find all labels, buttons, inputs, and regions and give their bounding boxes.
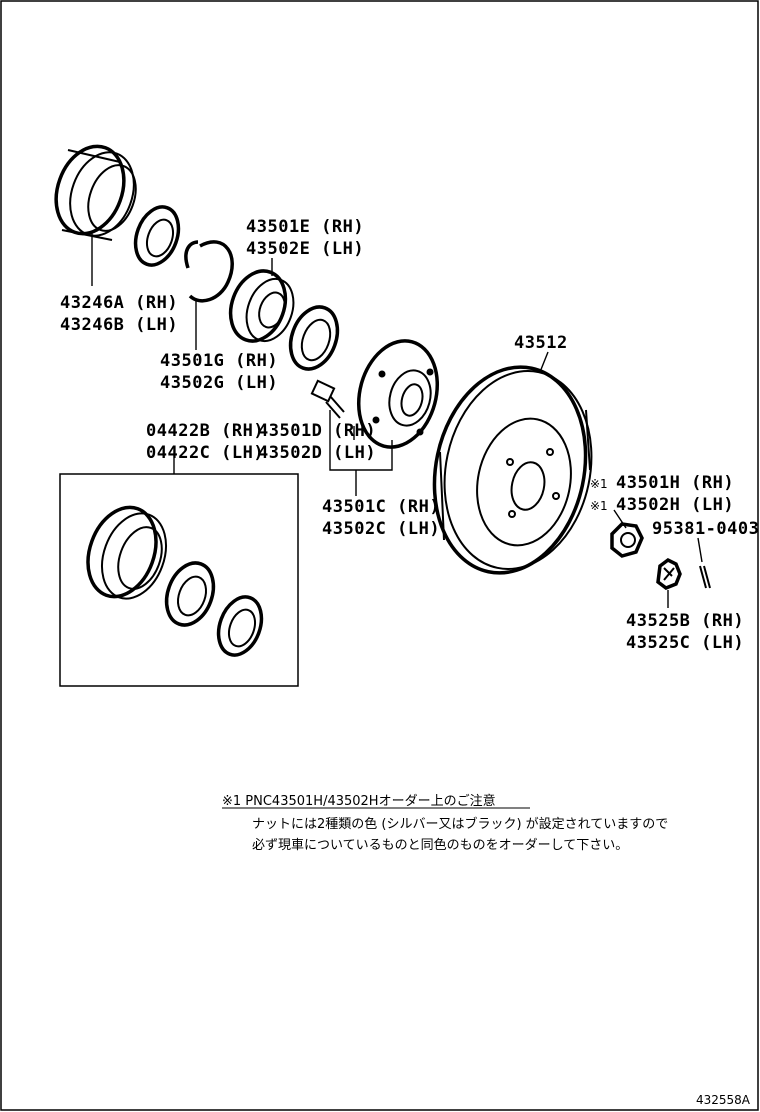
kit-box [59,473,299,687]
cotter-pin-illustration [699,565,711,589]
cotter-pin-label: 95381-0403 [652,519,759,539]
nut-mark-lh: ※1 [590,499,608,513]
kit-contents-illustration [86,505,264,657]
kit-label-rh: 04422B (RH) [146,421,264,441]
note-line-1: ナットには2種類の色 (シルバー又はブラック) が設定されていますので [252,816,668,832]
seal-outer-label-lh: 43246B (LH) [60,315,178,335]
seal-outer-label-rh: 43246A (RH) [60,293,178,313]
note-line-2: 必ず現車についているものと同色のものをオーダーして下さい。 [252,837,628,853]
hub-bolt-illustration [310,379,345,419]
disc-label: 43512 [514,333,568,353]
snap-ring-label-lh: 43502G (LH) [160,373,278,393]
nut-label-lh: 43502H (LH) [616,495,734,515]
bearing-upper-label-rh: 43501E (RH) [246,217,364,237]
brake-disc-illustration [432,365,593,575]
lock-cap-label-lh: 43525C (LH) [626,633,744,653]
outer-seal-illustration [54,144,137,241]
bearing-illustration [228,269,295,343]
snap-ring-label-rh: 43501G (RH) [160,351,278,371]
hub-bolt-label-lh: 43502D (LH) [258,443,376,463]
hub-bolt-label-rh: 43501D (RH) [258,421,376,441]
nut-label-rh: 43501H (RH) [616,473,734,493]
lock-cap-illustration [656,557,682,590]
leader-lines [91,232,703,608]
lock-cap-label-rh: 43525B (RH) [626,611,744,631]
note-heading: ※1 PNC43501H/43502Hオーダー上のご注意 [222,793,496,809]
nut-mark-rh: ※1 [590,477,608,491]
hub-nut-illustration [610,522,644,558]
inner-seal-illustration [133,205,181,267]
hub-label-rh: 43501C (RH) [322,497,440,517]
hub-illustration [356,339,440,449]
seal-ring-illustration [288,305,340,371]
hub-label-lh: 43502C (LH) [322,519,440,539]
snap-ring-illustration [184,240,234,303]
bearing-upper-label-lh: 43502E (LH) [246,239,364,259]
diagram-code: 432558A [696,1093,751,1107]
kit-label-lh: 04422C (LH) [146,443,264,463]
